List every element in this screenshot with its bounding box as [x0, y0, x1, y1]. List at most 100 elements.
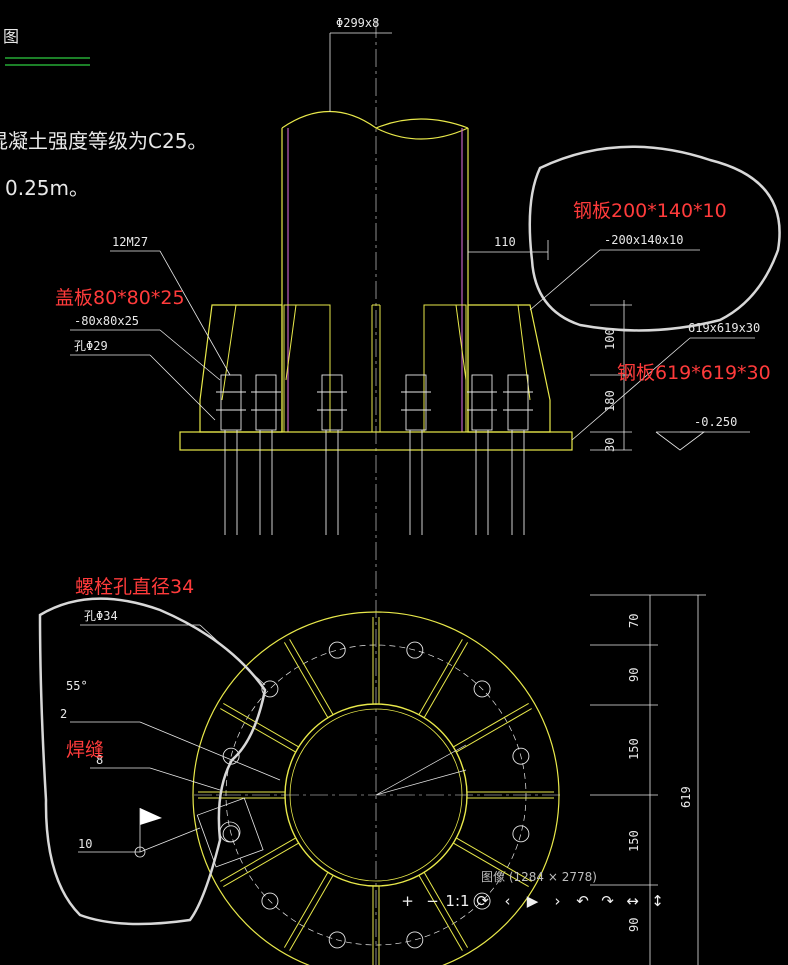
dim-100: 100: [603, 328, 617, 350]
stiffener-right: [467, 304, 551, 433]
annotation-bolt-hole: 螺栓孔直径34: [75, 576, 194, 598]
weld-leader-2: [149, 767, 221, 791]
weld-size-8: 8: [96, 753, 103, 767]
note-concrete-grade: 混凝土强度等级为C25。: [0, 129, 207, 153]
cap-leader: [159, 329, 221, 381]
plan-dim-70: 70: [627, 614, 641, 628]
weld-line-r1: [455, 304, 467, 381]
rib-6: [220, 837, 299, 888]
viewer-title: 图像 (1284 × 2778): [481, 870, 597, 884]
stiffener-center-left: [283, 304, 331, 433]
pipe-label: Φ299x8: [336, 16, 379, 30]
rib-1: [467, 791, 554, 799]
plan-dim-150b: 150: [627, 830, 641, 852]
stiffener-center-right: [423, 304, 467, 433]
weld-line-l1: [221, 304, 237, 401]
bolt-hole-12: [512, 747, 530, 765]
pipe-break-top: [281, 111, 469, 140]
weld-gap: 2: [60, 707, 67, 721]
hole-leader: [149, 354, 216, 421]
bolt-4: [405, 374, 427, 431]
level-symbol: [655, 431, 706, 451]
markup-cloud-weld: [38, 597, 267, 926]
rotate-left-icon[interactable]: ↶: [576, 892, 589, 910]
rib-9: [283, 639, 334, 718]
field-weld-flag-icon: [140, 808, 162, 825]
bolt-6: [507, 374, 529, 431]
bolt-hole-4: [328, 931, 346, 949]
viewer-toolbar: +−1:1 ⟳ ‹ ▶ › ↶ ↷ ↔ ↕: [395, 890, 670, 912]
rib-2: [453, 837, 532, 888]
weld-angle: 55°: [66, 679, 88, 693]
rib-5: [283, 872, 334, 951]
note-depth: 0.25m。: [5, 176, 89, 200]
play-icon[interactable]: ▶: [526, 892, 539, 910]
actual-size-icon[interactable]: 1:1: [445, 892, 470, 910]
rib-11: [418, 639, 469, 718]
image-viewer-overlay: 图像 (1284 × 2778) +−1:1 ⟳ ‹ ▶ › ↶ ↷ ↔ ↕: [395, 862, 685, 914]
bolt-hole-3: [406, 931, 424, 949]
bolt-hole-8: [261, 680, 279, 698]
level-label: -0.250: [694, 415, 737, 429]
angle-line-2: [375, 769, 467, 796]
rib-4: [372, 886, 380, 965]
previous-icon[interactable]: ‹: [504, 892, 511, 910]
next-icon[interactable]: ›: [554, 892, 561, 910]
bolt-hole-5: [261, 892, 279, 910]
flip-vertical-icon[interactable]: ↕: [651, 892, 664, 910]
plan-view: 孔Φ34 55° 2 8 10 70 90 150 619 150 90: [60, 594, 706, 965]
rotate-right-icon[interactable]: ↷: [601, 892, 614, 910]
stiffener-leader: [529, 249, 601, 311]
plan-hole-label: 孔Φ34: [84, 609, 118, 623]
angle-line-1: [375, 744, 467, 796]
rib-12: [453, 702, 532, 753]
rib-10: [372, 617, 380, 704]
bolt-hole-9: [328, 641, 346, 659]
annotation-base-plate: 钢板619*619*30: [617, 362, 771, 384]
baseplate-leader: [571, 337, 691, 441]
base-plate: [179, 431, 573, 451]
bolts-label: 12M27: [112, 235, 148, 249]
elevation-view: Φ299x8: [70, 16, 760, 965]
markup-cloud-stiffener: [528, 145, 781, 332]
nut-detail: [196, 797, 264, 868]
bolt-hole-2: [473, 892, 491, 910]
weld-leader-1: [139, 721, 281, 781]
reset-icon[interactable]: ⟳: [476, 892, 489, 910]
stiffener-ribs: [198, 617, 554, 965]
annotation-cap-plate: 盖板80*80*25: [55, 287, 185, 309]
plan-dim-90a: 90: [627, 668, 641, 682]
bolt-5: [471, 374, 493, 431]
flip-horizontal-icon[interactable]: ↔: [626, 892, 639, 910]
bolt-3: [321, 374, 343, 431]
base-plate-label: 619x619x30: [688, 321, 760, 335]
weld-line-l2: [285, 304, 297, 381]
zoom-in-icon[interactable]: +: [401, 892, 414, 910]
bolt-2: [255, 374, 277, 431]
bolt-1: [220, 374, 242, 431]
annotation-stiffener-plate: 钢板200*140*10: [573, 200, 727, 222]
anchor-bolts: [216, 374, 533, 535]
zoom-out-icon[interactable]: −: [426, 892, 439, 910]
plan-dim-150a: 150: [627, 738, 641, 760]
rib-8: [220, 702, 299, 753]
plan-dim-90b: 90: [627, 918, 641, 932]
notes-area: 图 混凝土强度等级为C25。 0.25m。: [0, 27, 207, 200]
rib-7: [198, 791, 285, 799]
dim-30: 30: [603, 438, 617, 452]
bolt-hole-1: [512, 825, 530, 843]
pipe-break-top-2: [375, 118, 469, 129]
bolt-hole-11: [473, 680, 491, 698]
rib-3: [418, 872, 469, 951]
cap-plate-label: -80x80x25: [74, 314, 139, 328]
partial-title-glyph: 图: [3, 27, 19, 46]
dim-180: 180: [603, 390, 617, 412]
weld-size-10: 10: [78, 837, 92, 851]
dim-110: 110: [494, 235, 516, 249]
bolts-leader: [159, 250, 231, 376]
annotation-weld: 焊缝: [66, 739, 104, 761]
stiffener-label: -200x140x10: [604, 233, 683, 247]
plan-dim-619: 619: [679, 786, 693, 808]
weld-leader-3: [139, 827, 201, 853]
